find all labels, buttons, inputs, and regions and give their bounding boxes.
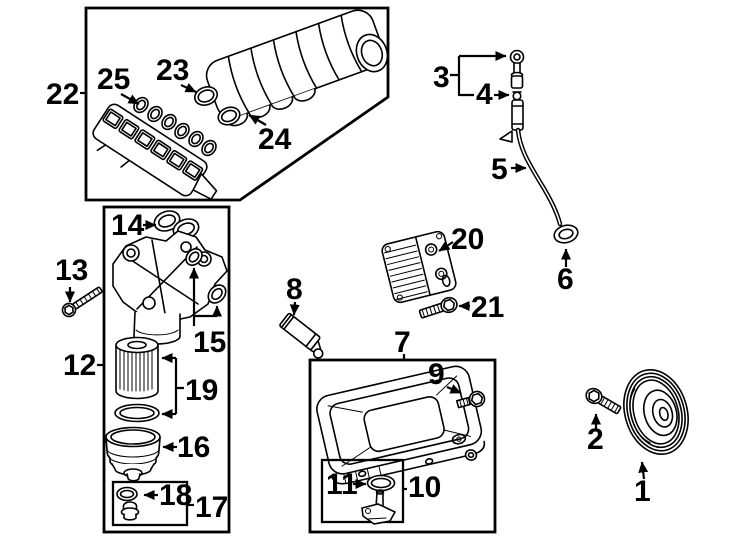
callout-16-label[interactable]: 16: [177, 431, 210, 464]
callout-19: 19: [161, 353, 218, 419]
oil-level-sensor-box: [320, 458, 405, 524]
oil-level-sensor-drawing: [361, 489, 396, 525]
callout-24-label[interactable]: 24: [258, 123, 292, 156]
callout-19-label[interactable]: 19: [185, 374, 218, 407]
callout-12: 12: [63, 349, 103, 382]
intake-manifold-group-box: [84, 6, 390, 202]
oil-pan-group-box: [308, 358, 497, 534]
drain-plug-box: [111, 480, 189, 527]
callout-7: 7: [394, 326, 411, 360]
callout-1: 1: [634, 461, 651, 508]
callout-16: 16: [162, 431, 210, 464]
callout-23-label[interactable]: 23: [156, 54, 189, 87]
drain-plug-drawing: [120, 501, 140, 521]
callout-15: 15: [189, 267, 226, 359]
callout-17-label[interactable]: 17: [195, 491, 228, 524]
callout-25-label[interactable]: 25: [97, 63, 130, 96]
dipstick-tube-seal-drawing: [553, 224, 579, 244]
callout-13-label[interactable]: 13: [55, 254, 88, 287]
oil-pan-drawing: [316, 365, 486, 485]
dipstick-drawing: [499, 49, 563, 227]
callouts: 22 25 23 24 3 4 5 6: [46, 51, 651, 524]
callout-25: 25: [97, 63, 140, 105]
gasket-23-drawing: [193, 86, 219, 106]
callout-2-label[interactable]: 2: [587, 423, 604, 456]
gasket-24-drawing: [217, 106, 241, 126]
callout-2: 2: [587, 413, 604, 456]
callout-20-label[interactable]: 20: [451, 223, 484, 256]
drain-plug-o-ring-drawing: [116, 486, 138, 502]
callout-24: 24: [248, 114, 292, 156]
callout-10: 10: [402, 471, 441, 504]
callout-23: 23: [156, 54, 197, 93]
callout-21-label[interactable]: 21: [471, 291, 504, 324]
callout-7-label[interactable]: 7: [394, 326, 411, 359]
crankshaft-pulley-drawing: [623, 368, 689, 456]
callout-12-label[interactable]: 12: [63, 349, 96, 382]
callout-15-label[interactable]: 15: [193, 326, 226, 359]
callout-17: 17: [188, 491, 228, 524]
sensor-o-ring-drawing: [366, 474, 396, 492]
callout-10-label[interactable]: 10: [408, 471, 441, 504]
callout-4-label[interactable]: 4: [476, 78, 493, 111]
callout-18: 18: [143, 479, 192, 512]
callout-22: 22: [46, 78, 86, 111]
callout-18-label[interactable]: 18: [159, 479, 192, 512]
callout-11-label[interactable]: 11: [326, 468, 358, 501]
callout-3: 3: [433, 51, 507, 97]
manifold-gasket-strip-drawing: [133, 96, 217, 157]
callout-21: 21: [458, 291, 504, 324]
oil-filter-element-drawing: [115, 336, 159, 400]
pulley-bolt-drawing: [585, 387, 622, 415]
callout-8: 8: [286, 273, 303, 316]
filter-cap-o-ring-drawing: [114, 403, 160, 423]
callout-5-label[interactable]: 5: [491, 153, 508, 186]
callout-9-label[interactable]: 9: [428, 358, 445, 391]
oil-cooler-drawing: [381, 230, 457, 304]
callout-1-label[interactable]: 1: [634, 475, 651, 508]
upper-intake-manifold-drawing: [205, 9, 389, 127]
callout-22-label[interactable]: 22: [46, 78, 79, 111]
oil-filter-group-box: [102, 205, 231, 534]
callout-4: 4: [476, 78, 510, 111]
oil-filter-cap-drawing: [105, 426, 161, 482]
filter-housing-seals-drawing: [185, 248, 227, 304]
callout-20: 20: [438, 223, 484, 256]
filter-housing-bolt-drawing: [61, 286, 103, 318]
callout-6: 6: [557, 248, 574, 296]
pan-grommet-drawing: [464, 449, 478, 461]
callout-14: 14: [111, 209, 157, 242]
callout-13: 13: [55, 254, 88, 303]
callout-8-label[interactable]: 8: [286, 273, 303, 306]
callout-11: 11: [326, 468, 367, 501]
callout-9: 9: [428, 358, 462, 395]
callout-14-label[interactable]: 14: [111, 209, 145, 242]
oil-cooler-bolt-drawing: [418, 296, 458, 319]
callout-3-label[interactable]: 3: [433, 61, 450, 94]
lower-intake-manifold-drawing: [92, 103, 218, 200]
sealant-tube-drawing: [279, 312, 324, 359]
callout-5: 5: [491, 153, 527, 186]
callout-6-label[interactable]: 6: [557, 263, 574, 296]
oil-pan-drain-plug-drawing: [455, 390, 486, 409]
